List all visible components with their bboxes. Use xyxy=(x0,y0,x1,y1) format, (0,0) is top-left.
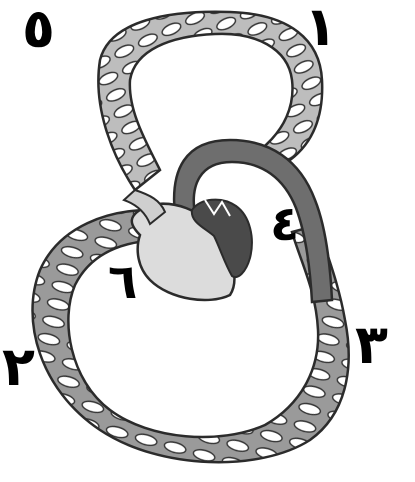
label-3: ٣ xyxy=(355,318,388,372)
label-2: ٢ xyxy=(2,340,35,394)
label-1: ١ xyxy=(304,0,337,54)
label-4: ٤ xyxy=(270,200,299,248)
label-5: ٥ xyxy=(22,2,55,56)
label-6: ٦ xyxy=(108,258,137,306)
